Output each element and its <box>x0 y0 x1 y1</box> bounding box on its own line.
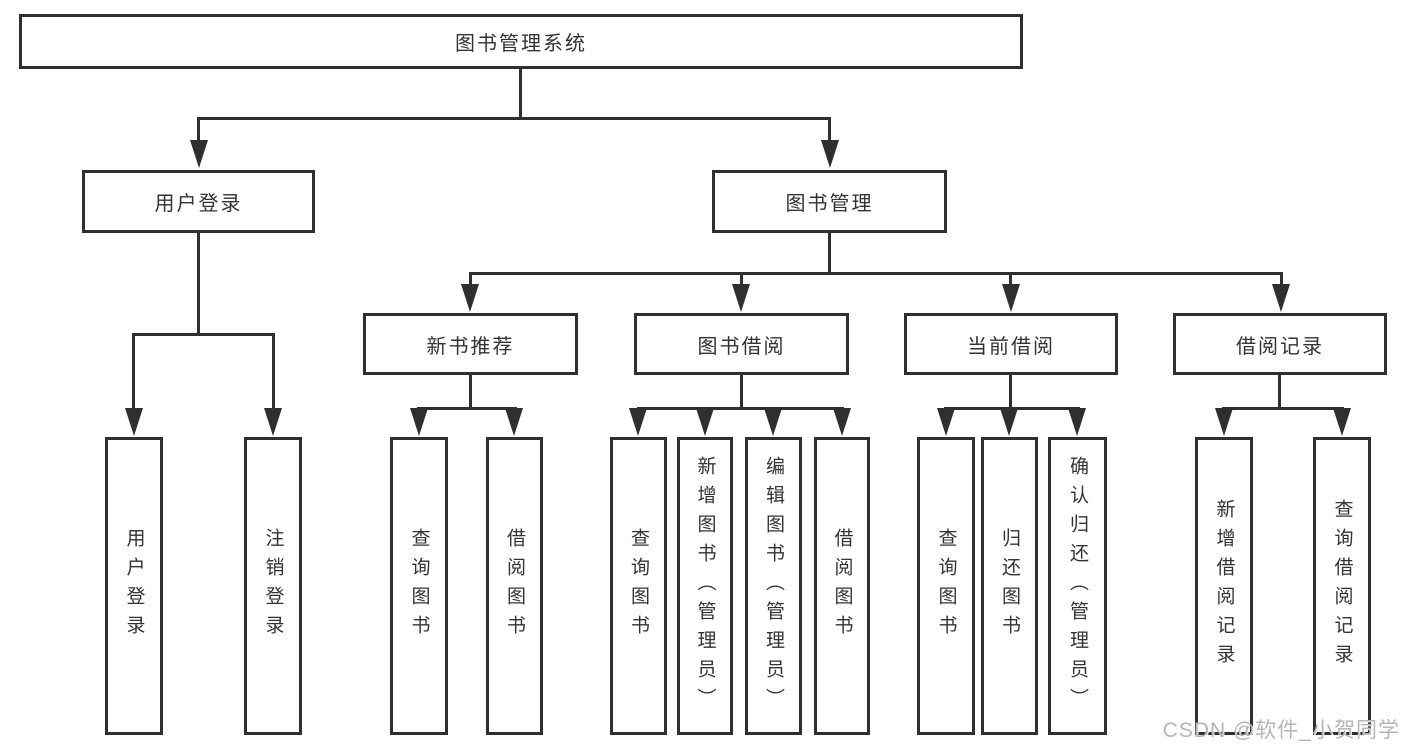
node-label: 新增借阅记录 <box>1213 499 1235 673</box>
arrow-down-icon <box>1000 408 1018 436</box>
node-label: 查询图书 <box>408 528 430 644</box>
connector-line <box>469 272 472 285</box>
node-cb-return-books: 归还图书 <box>981 437 1038 735</box>
arrow-down-icon <box>833 408 851 436</box>
node-label: 新书推荐 <box>426 335 515 358</box>
node-br-add-borrow-record: 新增借阅记录 <box>1195 437 1253 735</box>
node-user-login: 用户登录 <box>82 170 315 233</box>
node-label: 归还图书 <box>999 528 1020 644</box>
connector-line <box>740 375 743 409</box>
node-borrow-record: 借阅记录 <box>1173 313 1387 375</box>
node-label: 借阅图书 <box>831 528 853 644</box>
arrow-down-icon <box>505 408 523 436</box>
connector-line <box>469 272 1283 275</box>
arrow-down-icon <box>1068 408 1086 436</box>
connector-line <box>469 375 472 409</box>
connector-line <box>197 117 831 120</box>
arrow-down-icon <box>1002 284 1020 312</box>
node-label: 注销登录 <box>262 528 284 644</box>
connector-line <box>132 333 135 408</box>
node-user-login-action: 用户登录 <box>105 437 163 735</box>
csdn-watermark: CSDN @软件_小贺同学 <box>1162 719 1400 742</box>
arrow-down-icon <box>461 284 479 312</box>
node-label: 图书管理 <box>785 193 874 215</box>
node-label: 新增图书（管理员） <box>694 455 716 717</box>
connector-line <box>272 333 275 408</box>
node-logout-action: 注销登录 <box>244 437 302 735</box>
node-label: 借阅记录 <box>1236 335 1324 358</box>
node-bb-edit-books-admin: 编辑图书（管理员） <box>745 437 802 735</box>
arrow-down-icon <box>629 408 647 436</box>
node-cb-confirm-return-admin: 确认归还（管理员） <box>1048 437 1107 735</box>
arrow-down-icon <box>937 408 955 436</box>
connector-line <box>1222 407 1344 410</box>
node-label: 编辑图书（管理员） <box>763 455 784 717</box>
node-br-query-borrow-record: 查询借阅记录 <box>1313 437 1371 735</box>
node-label: 查询图书 <box>628 528 649 644</box>
node-label: 查询图书 <box>935 528 957 644</box>
connector-line <box>637 407 844 410</box>
node-book-management: 图书管理 <box>712 170 947 233</box>
arrow-down-icon <box>125 408 143 436</box>
connector-line <box>197 117 200 141</box>
arrow-down-icon <box>732 284 750 312</box>
arrow-down-icon <box>696 408 714 436</box>
connector-line <box>740 272 743 285</box>
arrow-down-icon <box>410 408 428 436</box>
node-label: 借阅图书 <box>504 528 525 644</box>
connector-line <box>197 233 200 335</box>
arrow-down-icon <box>264 408 282 436</box>
arrow-down-icon <box>1333 408 1351 436</box>
node-label: 图书借阅 <box>697 335 786 358</box>
connector-line <box>417 407 517 410</box>
connector-line <box>1009 375 1012 409</box>
connector-line <box>1278 375 1281 409</box>
node-bb-query-books: 查询图书 <box>610 437 667 735</box>
node-label: 确认归还（管理员） <box>1067 455 1088 717</box>
node-label: 用户登录 <box>123 528 145 644</box>
node-cb-query-books: 查询图书 <box>917 437 975 735</box>
node-new-book-recommend: 新书推荐 <box>363 313 578 375</box>
node-bb-add-books-admin: 新增图书（管理员） <box>677 437 733 735</box>
connector-line <box>519 69 522 118</box>
arrow-down-icon <box>190 140 208 168</box>
node-label: 查询借阅记录 <box>1331 499 1353 673</box>
node-book-borrow: 图书借阅 <box>634 313 849 375</box>
connector-line <box>1280 272 1283 285</box>
arrow-down-icon <box>821 140 839 168</box>
connector-line <box>828 233 831 274</box>
connector-line <box>132 333 275 336</box>
arrow-down-icon <box>1215 408 1233 436</box>
node-nbr-query-books: 查询图书 <box>390 437 448 735</box>
connector-line <box>1009 272 1012 285</box>
connector-line <box>828 117 831 141</box>
node-label: 图书管理系统 <box>455 33 587 55</box>
node-label: 当前借阅 <box>967 335 1055 358</box>
node-current-borrow: 当前借阅 <box>904 313 1118 375</box>
node-nbr-borrow-books: 借阅图书 <box>486 437 543 735</box>
arrow-down-icon <box>764 408 782 436</box>
node-bb-borrow-books: 借阅图书 <box>814 437 870 735</box>
node-label: 用户登录 <box>154 193 243 215</box>
arrow-down-icon <box>1272 284 1290 312</box>
node-library-system: 图书管理系统 <box>19 14 1023 69</box>
